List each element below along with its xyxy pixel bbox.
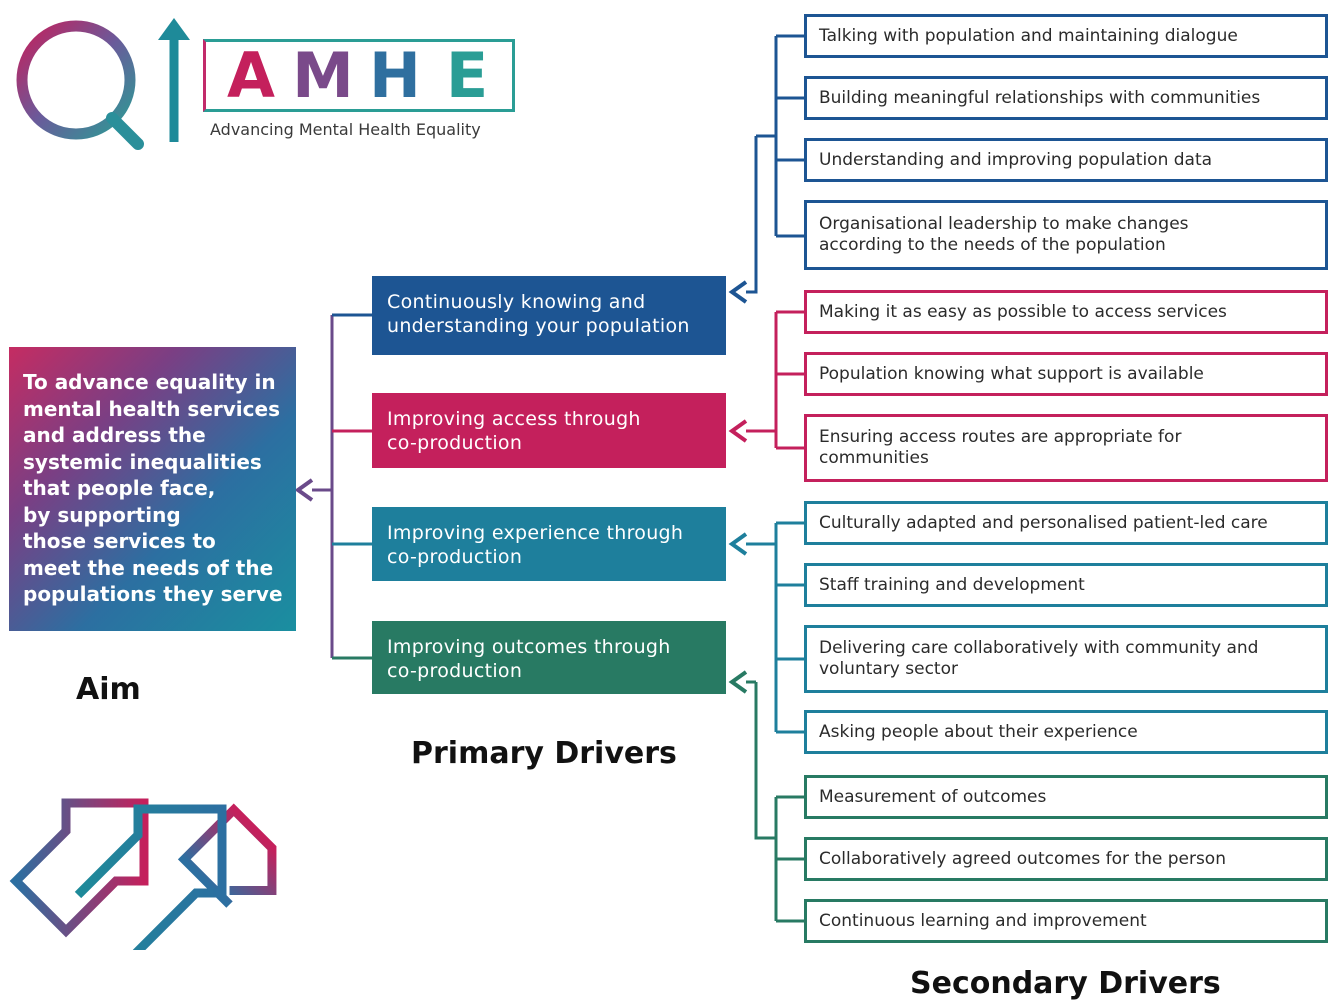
aim-text-line: mental health services <box>23 396 280 421</box>
secondary-driver-box: Continuous learning and improvement <box>804 899 1328 943</box>
secondary-driver-label: voluntary sector <box>819 659 958 679</box>
primary-driver-label: Improving access through <box>387 408 641 430</box>
logo-tagline: Advancing Mental Health Equality <box>210 120 481 139</box>
secondary-drivers-heading: Secondary Drivers <box>910 966 1221 1001</box>
connector-line <box>754 682 776 840</box>
aim-text-line: systemic inequalities <box>23 449 262 474</box>
secondary-driver-box: Asking people about their experience <box>804 710 1328 754</box>
primary-driver-label: co-production <box>387 660 523 682</box>
primary-driver-box: Continuously knowing and understanding y… <box>372 276 726 355</box>
primary-driver-label: co-production <box>387 432 523 454</box>
secondary-driver-box: Talking with population and maintaining … <box>804 14 1328 58</box>
aim-heading: Aim <box>76 672 141 707</box>
logo-letter: M <box>292 38 354 112</box>
secondary-driver-label: Measurement of outcomes <box>819 786 1047 807</box>
arrow-head <box>728 670 748 694</box>
secondary-driver-box: Delivering care collaboratively with com… <box>804 625 1328 693</box>
aim-text-line: To advance equality in <box>23 370 276 394</box>
secondary-driver-label: Collaboratively agreed outcomes for the … <box>819 848 1226 869</box>
aim-box: To advance equality in mental health ser… <box>9 347 296 631</box>
primary-driver-box: Improving access through co-production <box>372 393 726 468</box>
logo-letter: H <box>369 38 421 112</box>
secondary-driver-box: Culturally adapted and personalised pati… <box>804 501 1328 545</box>
aim-text-line: meet the needs of the <box>23 555 274 580</box>
secondary-driver-box: Population knowing what support is avail… <box>804 352 1328 396</box>
secondary-driver-box: Measurement of outcomes <box>804 775 1328 819</box>
arrow-head <box>728 532 748 556</box>
aim-text-line: by supporting <box>23 502 181 527</box>
secondary-driver-label: Delivering care collaboratively with com… <box>819 638 1259 658</box>
secondary-driver-label: Staff training and development <box>819 574 1085 595</box>
secondary-driver-label: Making it as easy as possible to access … <box>819 301 1227 322</box>
secondary-driver-label: Population knowing what support is avail… <box>819 363 1204 384</box>
primary-driver-label: understanding your population <box>387 315 690 337</box>
secondary-driver-label: Building meaningful relationships with c… <box>819 87 1261 108</box>
secondary-driver-label: Ensuring access routes are appropriate f… <box>819 427 1182 447</box>
logo-letter: E <box>445 38 489 112</box>
secondary-driver-label: Organisational leadership to make change… <box>819 214 1189 234</box>
secondary-driver-label: communities <box>819 448 929 468</box>
secondary-driver-label: Culturally adapted and personalised pati… <box>819 512 1268 533</box>
primary-driver-label: Improving experience through <box>387 522 684 544</box>
aim-text-line: and address the <box>23 423 206 447</box>
secondary-driver-label: Asking people about their experience <box>819 721 1138 742</box>
secondary-driver-label: Understanding and improving population d… <box>819 149 1213 170</box>
secondary-driver-box: Organisational leadership to make change… <box>804 200 1328 270</box>
primary-driver-label: co-production <box>387 546 523 568</box>
secondary-driver-box: Building meaningful relationships with c… <box>804 76 1328 120</box>
secondary-driver-box: Ensuring access routes are appropriate f… <box>804 414 1328 482</box>
secondary-driver-box: Understanding and improving population d… <box>804 138 1328 182</box>
logo-letters: A M H E <box>203 39 515 112</box>
secondary-driver-box: Staff training and development <box>804 563 1328 607</box>
aim-text-line: those services to <box>23 529 216 553</box>
magnifier-arrow-logo-icon <box>16 18 190 150</box>
connector-line <box>746 136 758 294</box>
secondary-driver-label: Talking with population and maintaining … <box>819 25 1238 46</box>
primary-driver-box: Improving experience through co-producti… <box>372 507 726 581</box>
secondary-driver-box: Making it as easy as possible to access … <box>804 290 1328 334</box>
decorative-arrows-icon <box>9 798 277 950</box>
arrow-head <box>728 280 748 304</box>
aim-text-line: that people face, <box>23 476 216 500</box>
logo-letter: A <box>227 38 275 112</box>
secondary-driver-label: Continuous learning and improvement <box>819 910 1147 931</box>
aim-text-line: populations they serve <box>23 582 283 606</box>
primary-driver-label: Improving outcomes through <box>387 636 671 658</box>
secondary-driver-label: according to the needs of the population <box>819 235 1166 255</box>
arrow-head <box>294 478 314 502</box>
arrow-head <box>728 419 748 443</box>
primary-driver-box: Improving outcomes through co-production <box>372 621 726 694</box>
primary-drivers-heading: Primary Drivers <box>411 736 677 771</box>
secondary-driver-box: Collaboratively agreed outcomes for the … <box>804 837 1328 881</box>
primary-driver-label: Continuously knowing and <box>387 291 646 313</box>
